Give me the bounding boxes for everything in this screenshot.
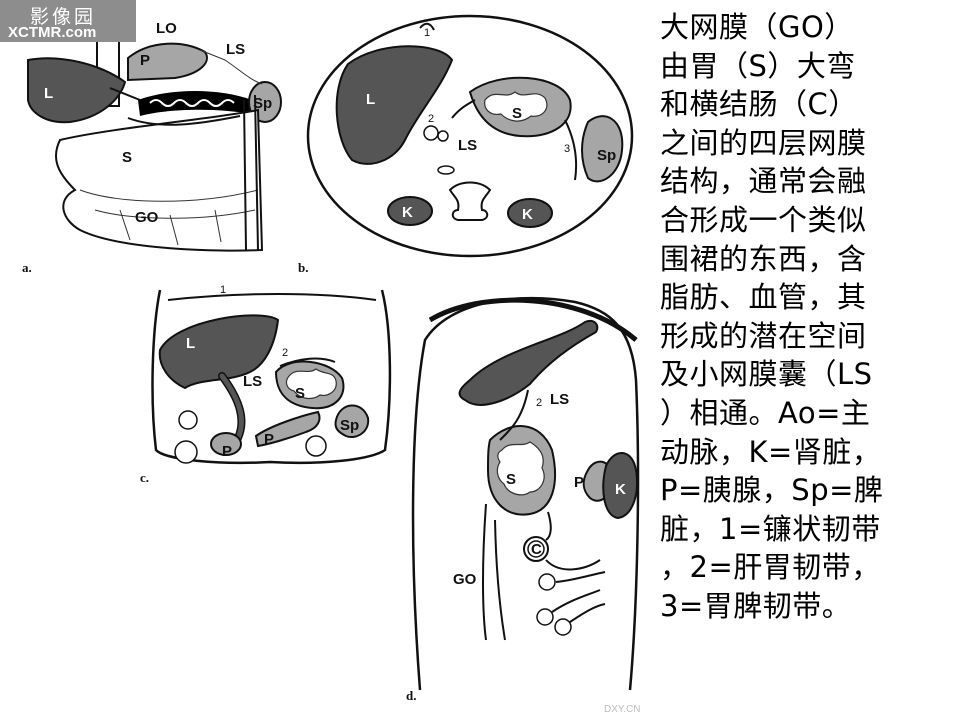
label-sp: Sp <box>597 147 616 164</box>
label-1: 1 <box>424 27 430 39</box>
caption-line: 之间的四层网膜 <box>660 125 867 160</box>
stomach-shape <box>55 108 264 252</box>
body-outline <box>151 289 392 465</box>
label-ls: LS <box>226 41 245 58</box>
label-ls: LS <box>458 137 477 154</box>
label-l: L <box>366 91 375 108</box>
body-outline <box>411 296 640 691</box>
label-k: K <box>615 481 626 498</box>
caption-line: ，2=肝胃韧带， <box>660 550 881 585</box>
liver-shape <box>335 45 454 165</box>
panel-d-label: d. <box>406 688 416 703</box>
caption-line: 由胃（S）大弯 <box>660 48 856 83</box>
spleen-shape <box>581 115 624 183</box>
pancreas-left-shape <box>210 432 242 456</box>
caption-line: 脏，1=镰状韧带 <box>660 511 881 546</box>
liver-shape <box>458 320 599 406</box>
label-c: C <box>531 541 542 558</box>
label-s: S <box>122 149 132 166</box>
label-go: GO <box>135 209 159 226</box>
label-k-left: K <box>402 204 413 221</box>
panel-b-label: b. <box>298 260 308 275</box>
caption-line: 围裙的东西，含 <box>660 241 867 276</box>
watermark-line2: XCTMR.com <box>8 24 97 41</box>
spleen-shape <box>334 404 370 438</box>
label-1: 1 <box>220 284 226 296</box>
label-l: L <box>44 85 53 102</box>
pancreas-right-shape <box>254 410 321 448</box>
label-p: P <box>574 474 584 491</box>
caption-line: 3=胃脾韧带。 <box>660 588 852 623</box>
label-k-right: K <box>522 206 533 223</box>
label-3: 3 <box>564 143 570 155</box>
kidney-shape <box>602 452 638 520</box>
label-p-right: P <box>264 431 274 448</box>
colon-shape <box>138 91 252 116</box>
footer-mark: DXY.CN <box>604 704 641 715</box>
caption-line: 大网膜（GO） <box>660 10 854 44</box>
label-lo: LO <box>156 20 177 37</box>
label-l: L <box>463 341 472 358</box>
label-s: S <box>512 105 522 122</box>
label-ls: LS <box>550 391 569 408</box>
caption-line: ）相通。Ao=主 <box>660 395 871 430</box>
kidney-left-shape <box>387 196 433 226</box>
panel-c: L LS S Sp P P 1 2 c. <box>140 284 392 485</box>
panel-a: Ao LO LS P L Sp S GO a. <box>22 11 282 275</box>
caption-line: 及小网膜囊（LS <box>660 357 873 392</box>
liver-shape <box>27 57 127 124</box>
caption-block: 大网膜（GO） 由胃（S）大弯和横结肠（C）之间的四层网膜结构，通常会融合形成一个… <box>660 8 956 626</box>
caption-line: 和横结肠（C） <box>660 87 858 122</box>
label-2: 2 <box>536 397 542 409</box>
label-p-left: P <box>222 443 232 460</box>
panel-a-label: a. <box>22 260 32 275</box>
panel-c-label: c. <box>140 470 149 485</box>
label-l: L <box>186 335 195 352</box>
label-s: S <box>506 471 516 488</box>
watermark-logo: 影像园 XCTMR.com <box>0 0 136 42</box>
liver-shape <box>158 314 280 390</box>
label-2: 2 <box>282 347 288 359</box>
label-sp: Sp <box>340 417 359 434</box>
colon-lumen <box>149 99 235 107</box>
panel-b: L S LS Sp K K 1 2 3 b. <box>298 14 634 275</box>
label-p: P <box>140 52 150 69</box>
caption-line: 动脉，K=肾脏， <box>660 434 882 469</box>
watermark-line1: 影像园 <box>30 6 97 28</box>
kidney-right-shape <box>507 198 553 228</box>
label-2: 2 <box>428 113 434 125</box>
label-go: GO <box>453 571 477 588</box>
caption-line: P=胰腺，Sp=脾 <box>660 473 884 508</box>
caption-line: 形成的潜在空间 <box>660 318 867 353</box>
caption-line: 脂肪、血管，其 <box>660 280 867 315</box>
label-sp: Sp <box>253 95 272 112</box>
panel-d: L 2 LS S P K C GO d. DXY.CN <box>406 296 641 715</box>
label-s: S <box>295 385 305 402</box>
caption-line: 结构，通常会融 <box>660 164 867 199</box>
label-ls: LS <box>243 373 262 390</box>
caption-line: 合形成一个类似 <box>660 202 867 237</box>
